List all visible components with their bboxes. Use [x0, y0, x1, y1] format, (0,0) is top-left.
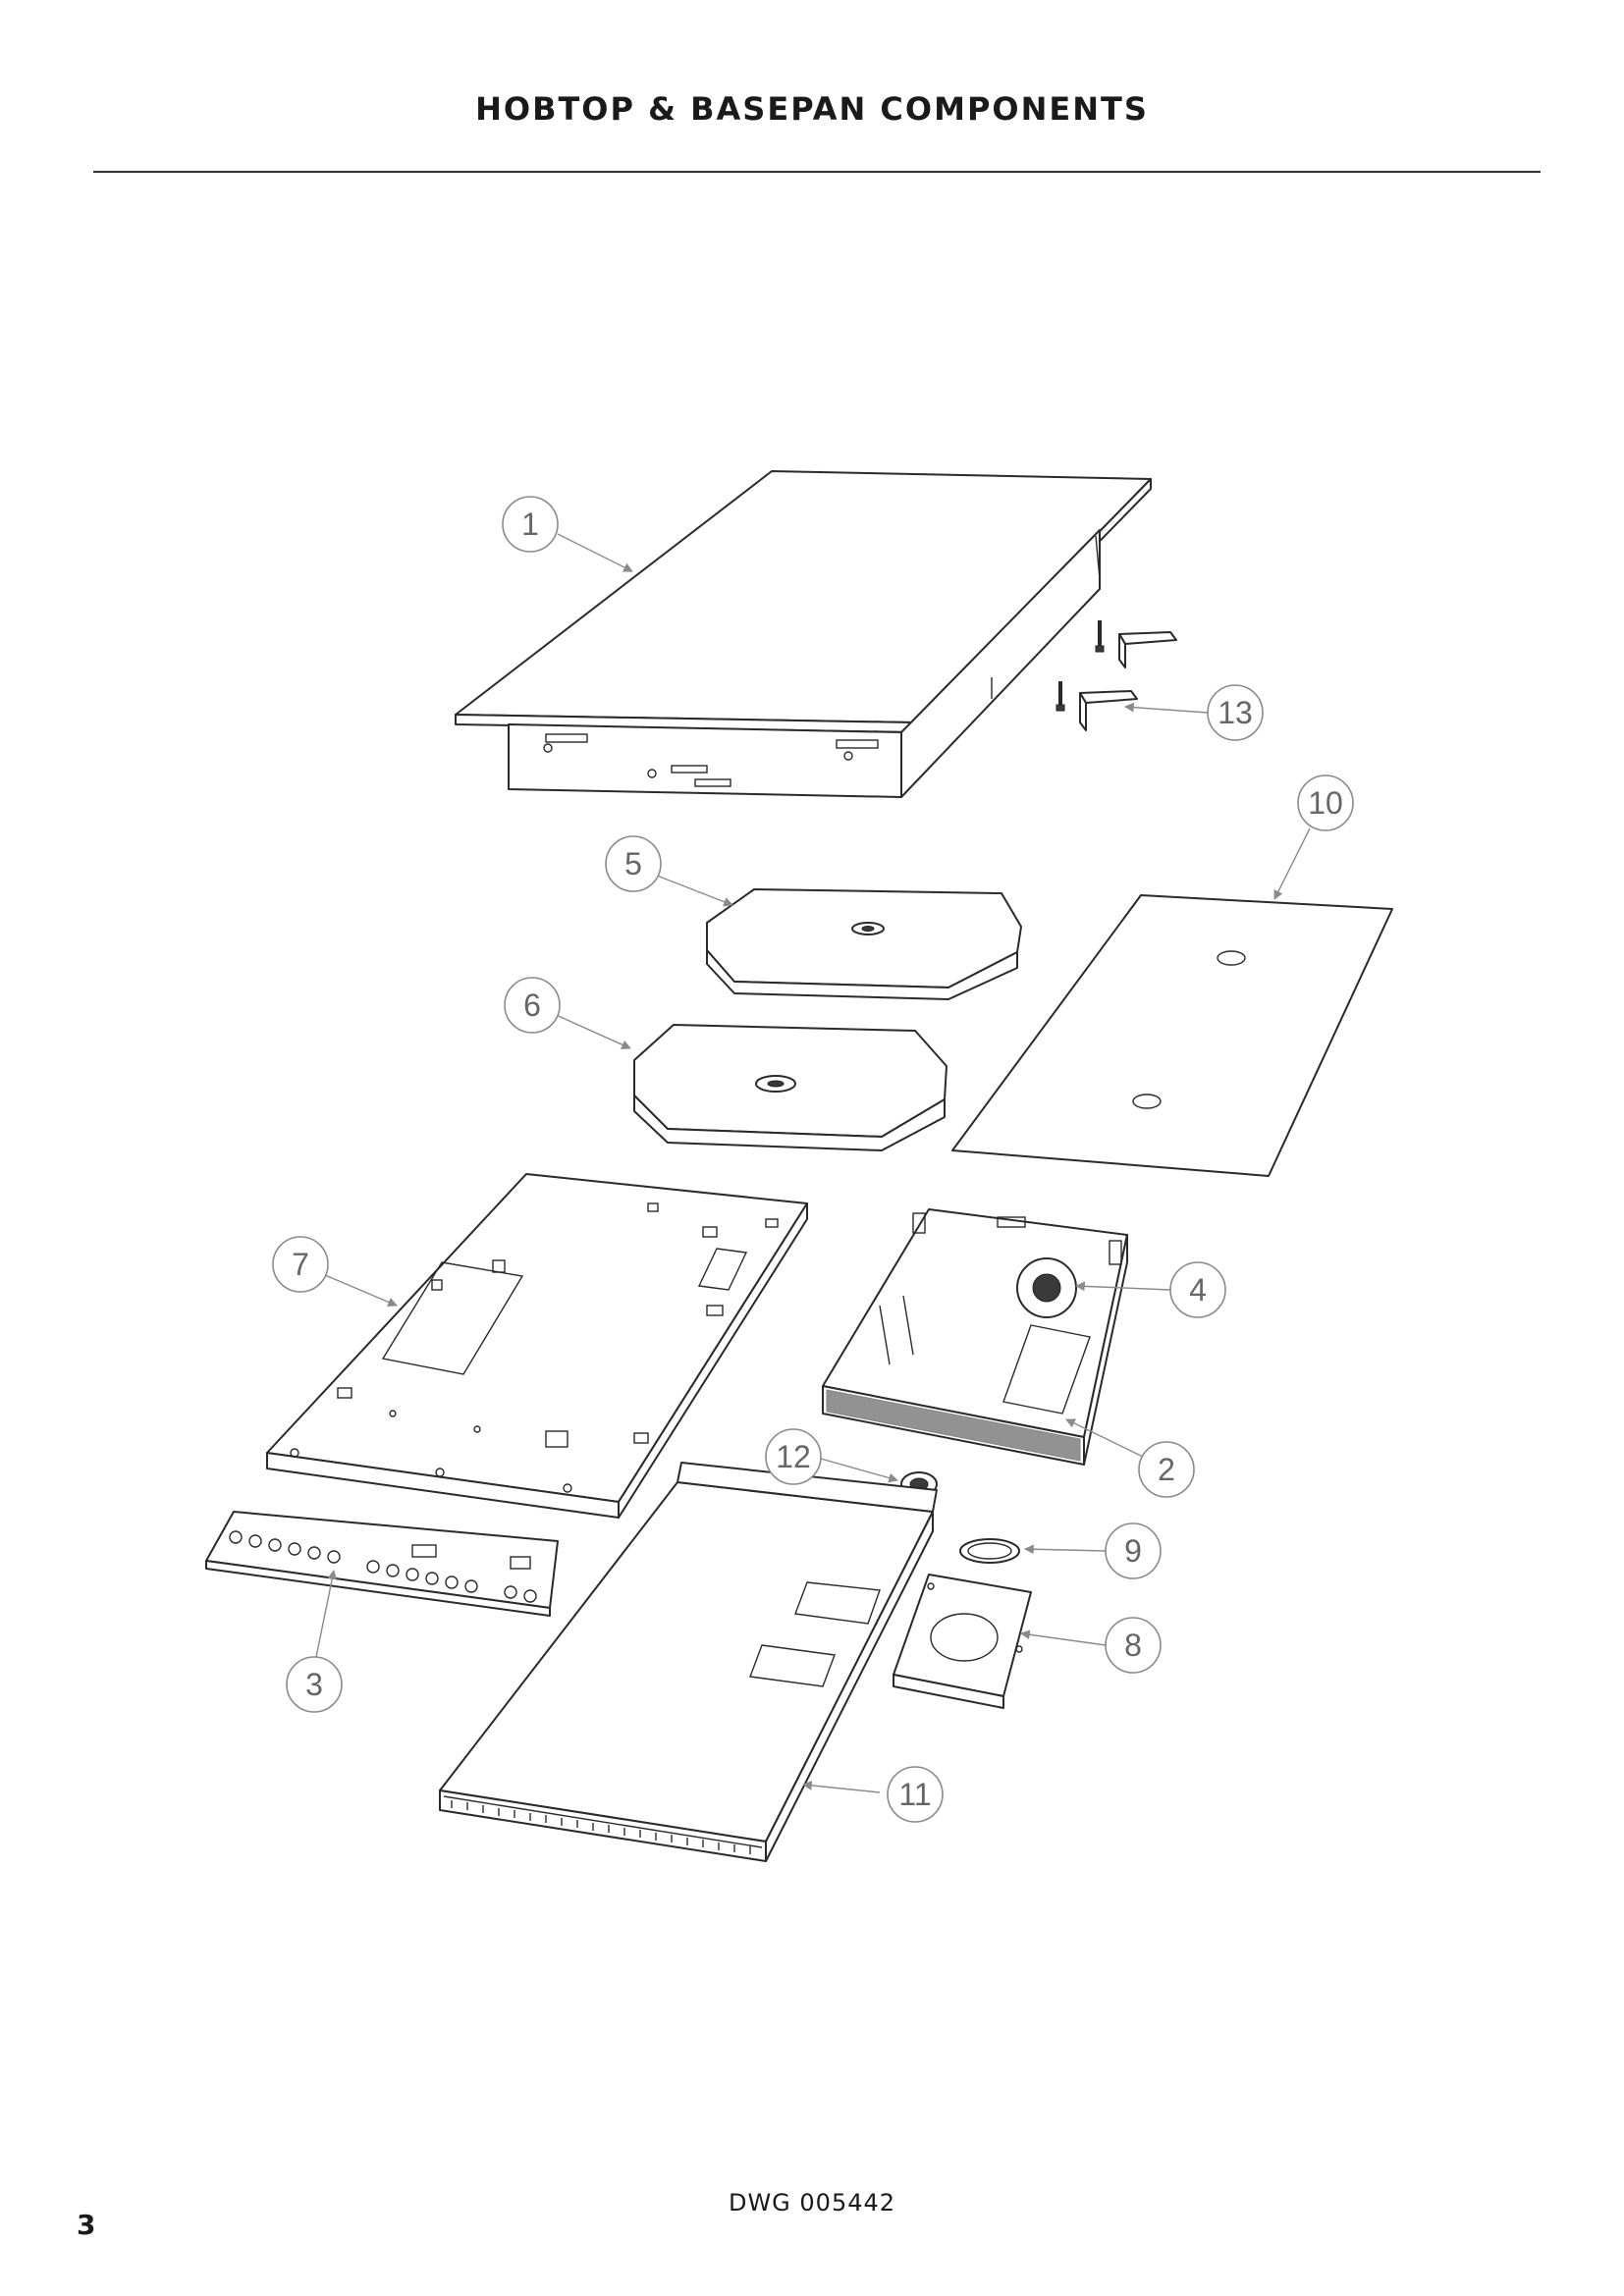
part-chassis-tray [266, 1173, 808, 1519]
part-induction-coil-upper [706, 888, 1022, 1000]
callout-2: 2 [1138, 1441, 1195, 1498]
part-base-pan [439, 1462, 938, 1862]
callout-7: 7 [272, 1236, 329, 1293]
callout-9: 9 [1105, 1522, 1162, 1579]
svg-text:1: 1 [521, 507, 539, 542]
callout-13: 13 [1207, 684, 1264, 741]
page-title: HOBTOP & BASEPAN COMPONENTS [475, 90, 1149, 128]
leader-lines [315, 533, 1311, 1793]
drawing-number: DWG 005442 [728, 2189, 896, 2216]
part-insulation-sheet [951, 894, 1393, 1177]
svg-text:2: 2 [1158, 1452, 1175, 1487]
callout-4: 4 [1169, 1261, 1226, 1318]
callout-1: 1 [502, 496, 559, 553]
svg-text:5: 5 [624, 846, 642, 881]
callout-6: 6 [504, 977, 561, 1034]
svg-text:11: 11 [898, 1777, 931, 1812]
part-mounting-brackets [1056, 620, 1177, 731]
callout-3: 3 [286, 1656, 343, 1713]
part-fan-ring [959, 1538, 1020, 1564]
svg-text:7: 7 [292, 1247, 309, 1282]
part-hobtop-glass [455, 470, 1152, 798]
svg-text:10: 10 [1308, 785, 1343, 821]
page-number: 3 [77, 2209, 96, 2241]
svg-text:8: 8 [1124, 1628, 1142, 1663]
svg-text:12: 12 [776, 1439, 811, 1474]
svg-text:6: 6 [523, 988, 541, 1023]
svg-text:13: 13 [1218, 695, 1253, 730]
part-fan-bracket [893, 1574, 1032, 1709]
svg-text:4: 4 [1189, 1272, 1207, 1308]
callout-5: 5 [605, 835, 662, 892]
callout-12: 12 [765, 1428, 822, 1485]
callout-8: 8 [1105, 1617, 1162, 1674]
callout-11: 11 [887, 1766, 944, 1823]
svg-text:3: 3 [305, 1667, 323, 1702]
part-generator-module [822, 1208, 1128, 1466]
part-induction-coil-lower [633, 1024, 947, 1151]
part-ui-pcb [205, 1511, 559, 1617]
title-rule [93, 171, 1541, 173]
svg-text:9: 9 [1124, 1533, 1142, 1569]
callout-10: 10 [1297, 774, 1354, 831]
